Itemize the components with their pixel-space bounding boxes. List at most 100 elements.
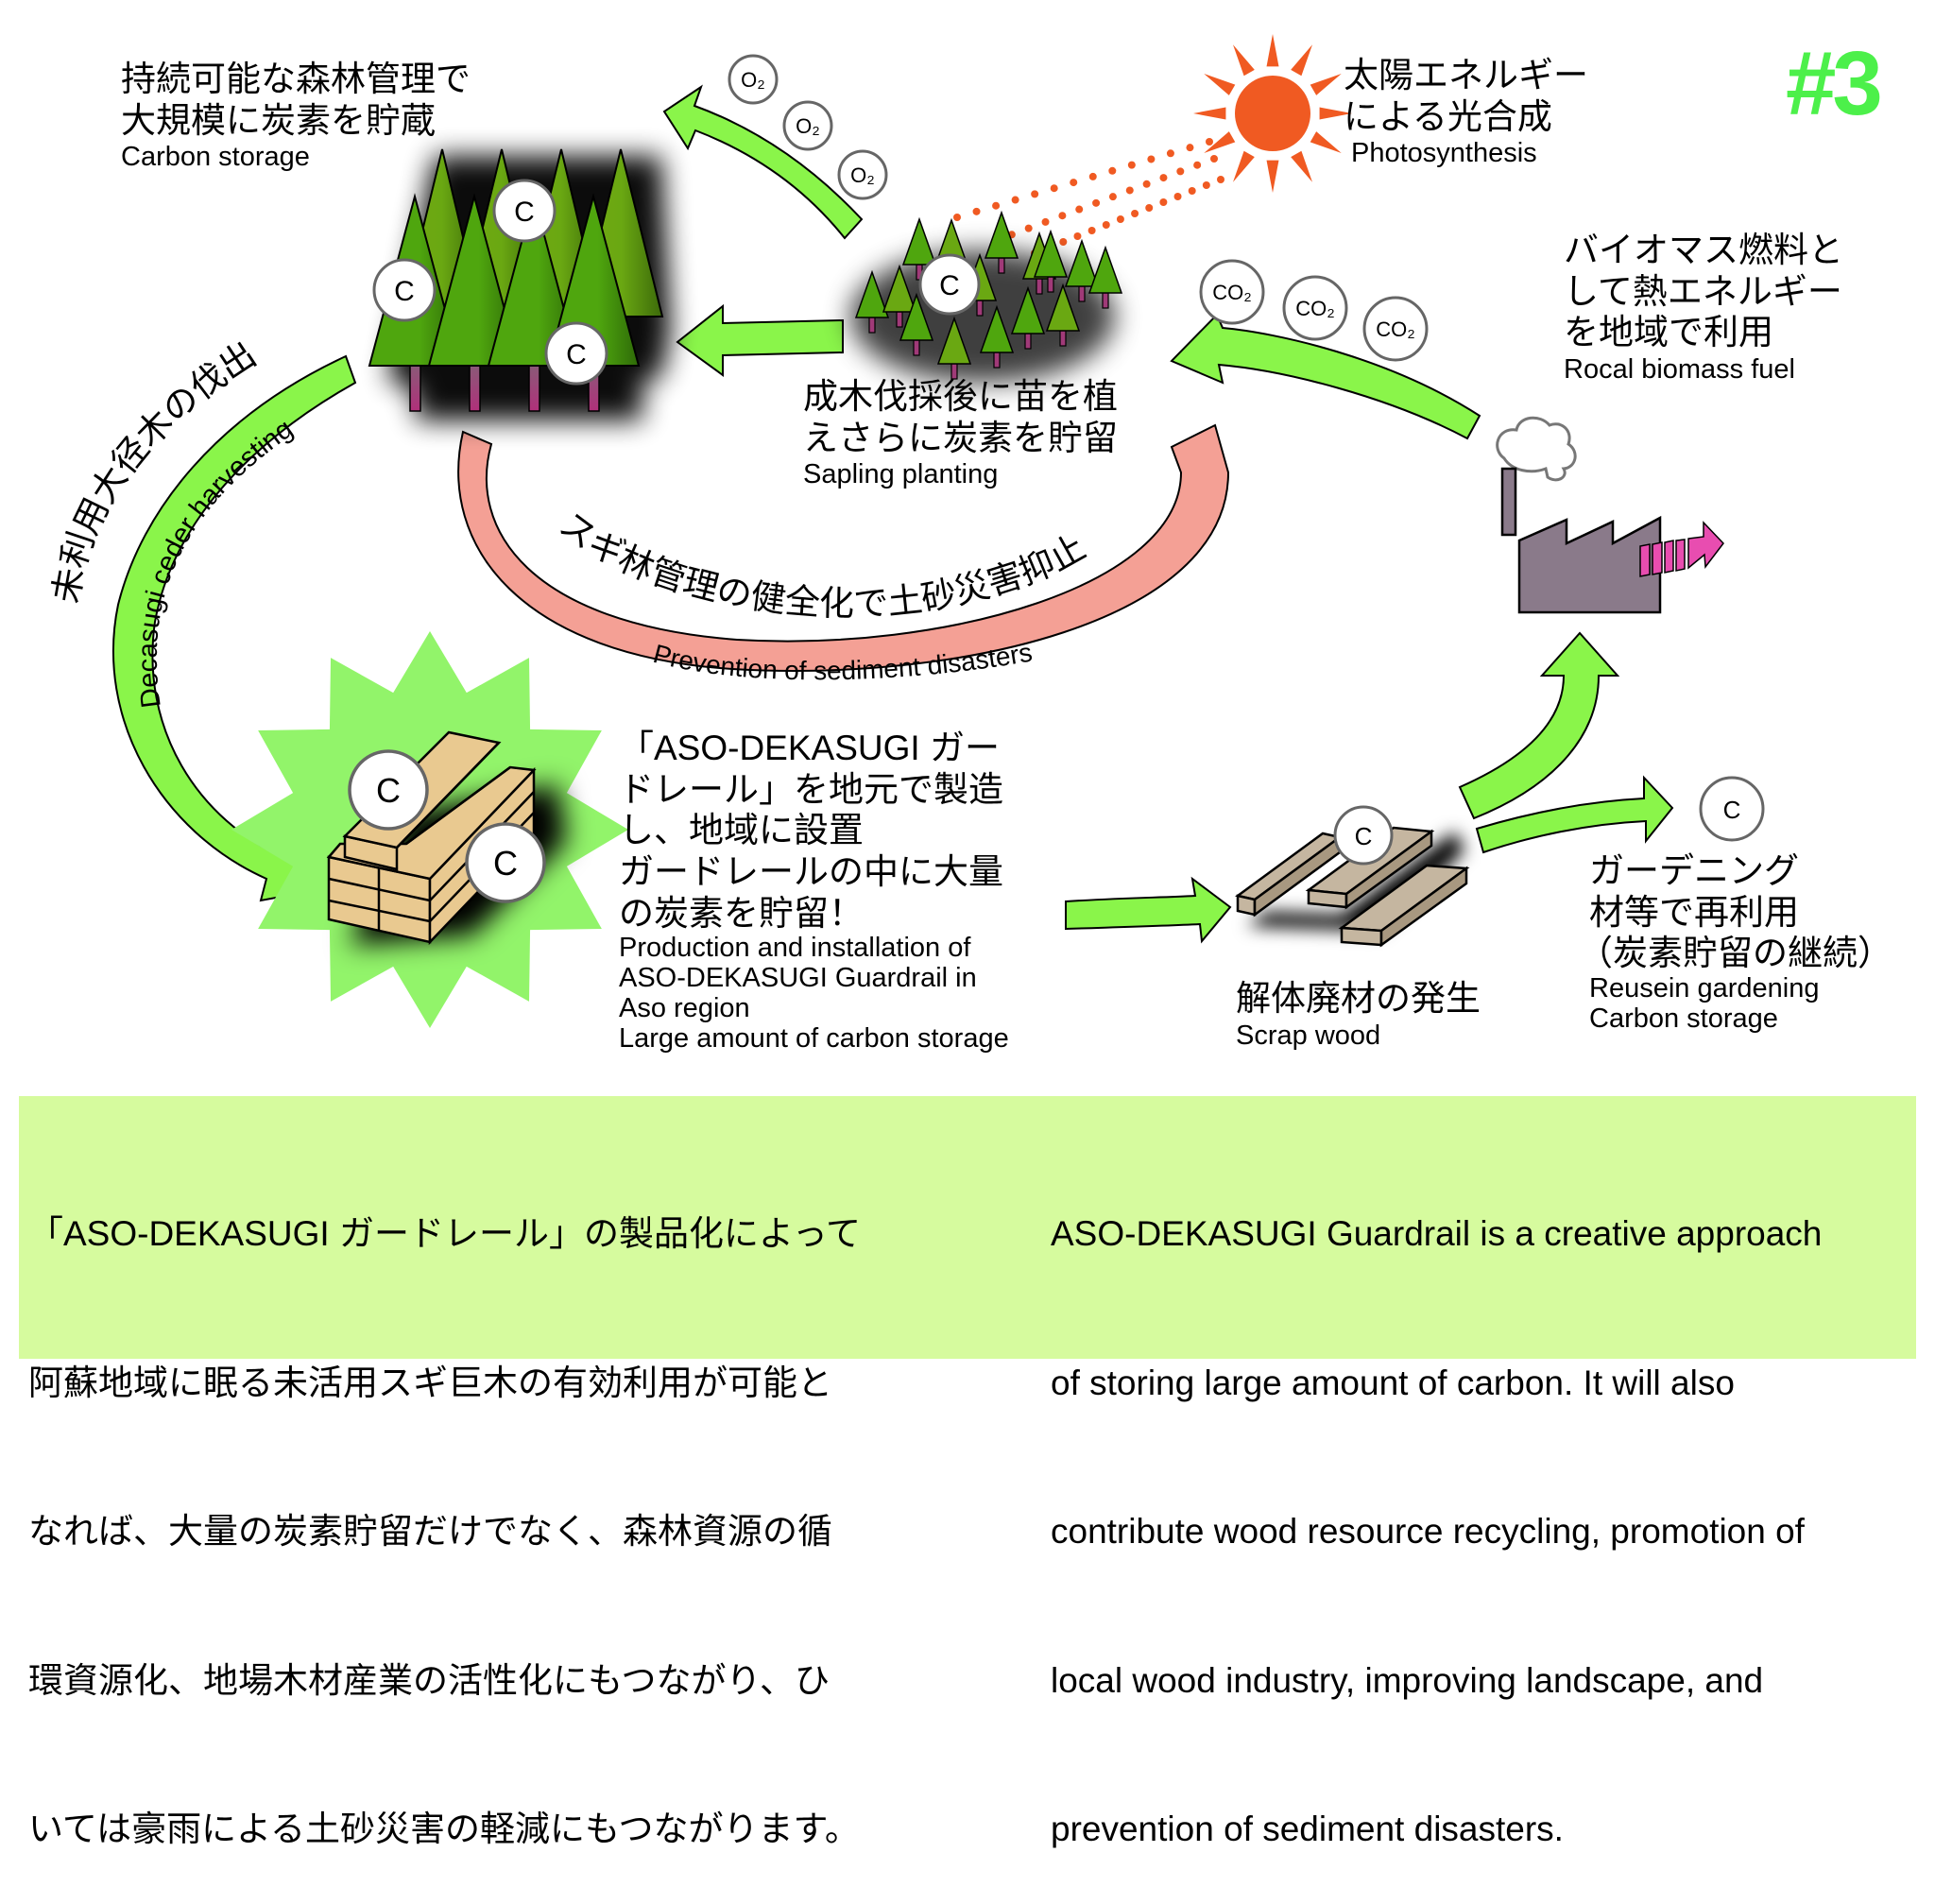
carbon-badge: C: [348, 749, 429, 831]
svg-text:CO₂: CO₂: [1212, 281, 1252, 304]
sunlight-dot: [1092, 198, 1101, 207]
sapling-tree: [1010, 285, 1046, 334]
sapling-tree: [854, 269, 890, 318]
sun-icon: [1193, 34, 1352, 193]
sunlight-dot: [1073, 232, 1082, 240]
sunlight-dot: [1186, 144, 1194, 152]
guardrail-jp-1: 「ASO-DEKASUGI ガー: [619, 729, 1000, 767]
co2-molecule: CO₂: [1282, 275, 1348, 341]
guardrail-jp-4: ガードレールの中に大量: [619, 851, 1003, 891]
disaster-prevention-arrow: [457, 423, 1230, 672]
carbon-badge: C: [465, 822, 546, 903]
summary-panel: [19, 1096, 1916, 1359]
svg-text:CO₂: CO₂: [1295, 297, 1335, 320]
co2-absorption-arrow: [1170, 313, 1481, 440]
forest-title-jp-2: 大規模に炭素を貯蔵: [121, 100, 436, 140]
svg-text:C: C: [1355, 822, 1373, 850]
sunlight-dot: [1145, 204, 1154, 212]
summary-en-line: of storing large amount of carbon. It wi…: [1051, 1363, 1735, 1402]
scrap-title-en: Scrap wood: [1236, 1020, 1381, 1051]
sun-ray: [1233, 150, 1255, 182]
carbon-badge: C: [1333, 805, 1394, 866]
sunlight-dot: [1193, 161, 1202, 169]
diagram-canvas: C C C O₂ O₂ O₂ C CO₂ CO₂ CO₂: [46, 34, 1765, 1028]
summary-jp-line: 「ASO-DEKASUGI ガードレール」の製品化によって: [28, 1214, 861, 1253]
guardrail-jp-3: し、地域に設置: [619, 811, 864, 850]
gardening-jp-1: ガーデニング: [1589, 851, 1799, 890]
svg-text:C: C: [376, 771, 401, 810]
sapling-trunk: [1036, 278, 1043, 295]
guardrail-en-4: Large amount of carbon storage: [619, 1022, 1009, 1054]
factory-icon: [1496, 416, 1662, 614]
sunlight-dot: [1147, 155, 1156, 163]
summary-jp-line: なれば、大量の炭素貯留だけでなく、森林資源の循: [28, 1512, 832, 1551]
sunlight-dot: [1173, 193, 1182, 200]
saplings-icon: [850, 210, 1123, 383]
carbon-badge: C: [918, 253, 981, 316]
sunlight-dot: [1206, 138, 1213, 146]
sunlight-dot: [1108, 193, 1117, 201]
sunlight-dot: [1059, 238, 1068, 246]
sunlight-dot: [1159, 198, 1168, 206]
oxygen-molecule: O₂: [782, 100, 833, 151]
guardrail-en-1: Production and installation of: [619, 933, 971, 964]
summary-jp-line: いては豪雨による土砂災害の軽減にもつながります。: [28, 1810, 860, 1848]
sun-label: 太陽エネルギー による光合成 Photosynthesis: [1344, 55, 1588, 170]
gardening-en-2: Carbon storage: [1589, 1003, 1778, 1034]
sunlight-dot: [1127, 161, 1136, 169]
sunlight-dot: [1058, 212, 1067, 220]
svg-text:C: C: [566, 339, 587, 370]
sunlight-dot: [1166, 149, 1174, 158]
svg-text:O₂: O₂: [850, 163, 875, 187]
sunlight-dot: [1176, 167, 1185, 176]
forest-title-en: Carbon storage: [121, 142, 310, 173]
sunlight-dot: [1087, 227, 1096, 234]
sunlight-dot: [1159, 174, 1168, 182]
sapling-trunk: [868, 317, 876, 334]
sun-ray: [1266, 160, 1279, 193]
sunlight-dot: [1131, 210, 1139, 217]
sunlight-dot: [1217, 176, 1224, 183]
sunlight-dot: [1070, 179, 1078, 187]
sapling-tree: [1033, 229, 1069, 278]
summary-en-line: ASO-DEKASUGI Guardrail is a creative app…: [1051, 1214, 1823, 1253]
sunlight-dot: [1088, 172, 1097, 180]
sunlight-dot: [1041, 217, 1050, 226]
sapling-tree: [936, 316, 972, 365]
sapling-trunk: [1078, 285, 1086, 302]
svg-text:C: C: [493, 844, 518, 883]
oxygen-release-arrow: [662, 84, 864, 240]
sunlight-dot: [1188, 187, 1196, 195]
sun-ray: [1310, 131, 1342, 153]
svg-text:CO₂: CO₂: [1376, 317, 1415, 341]
sun-disk: [1235, 76, 1310, 151]
sunlight-dot: [1050, 184, 1058, 193]
sunlight-dot: [1108, 166, 1117, 175]
sapling-tree: [899, 292, 934, 341]
sapling-trunk: [1047, 276, 1054, 293]
sunlight-dot: [1031, 190, 1039, 198]
svg-text:O₂: O₂: [741, 68, 765, 92]
sapling-trunk: [913, 339, 920, 356]
sapling-trunk: [976, 300, 984, 317]
sunlight-dot: [953, 214, 961, 221]
gardening-jp-2: 材等で再利用: [1589, 892, 1799, 932]
sunlight-dot: [1075, 205, 1084, 214]
sapling-tree: [984, 210, 1019, 259]
section-number-badge: #3: [1786, 33, 1883, 134]
co2-molecule: CO₂: [1199, 259, 1265, 325]
guardrail-jp-2: ドレール」を地元で製造: [619, 769, 1003, 809]
biomass-title-en: Rocal biomass fuel: [1564, 353, 1795, 385]
disaster-title-jp: スギ林管理の健全化で土砂災害抑止: [553, 505, 1092, 624]
biomass-label: バイオマス燃料と して熱エネルギー を地域で利用 Rocal biomass f…: [1564, 230, 1843, 386]
carbon-badge: C: [1699, 776, 1765, 842]
biomass-title-jp-1: バイオマス燃料と: [1564, 231, 1843, 269]
sun-ray: [1291, 44, 1312, 77]
saplings-label: 成木伐採後に苗を植 えさらに炭素を貯留 Sapling planting: [803, 376, 1118, 491]
saplings-title-jp-2: えさらに炭素を貯留: [803, 418, 1118, 457]
svg-text:O₂: O₂: [796, 114, 820, 138]
sun-ray: [1310, 74, 1342, 95]
sun-ray: [1319, 107, 1352, 120]
sunlight-dot: [1142, 180, 1151, 188]
oxygen-molecule: O₂: [837, 149, 888, 200]
